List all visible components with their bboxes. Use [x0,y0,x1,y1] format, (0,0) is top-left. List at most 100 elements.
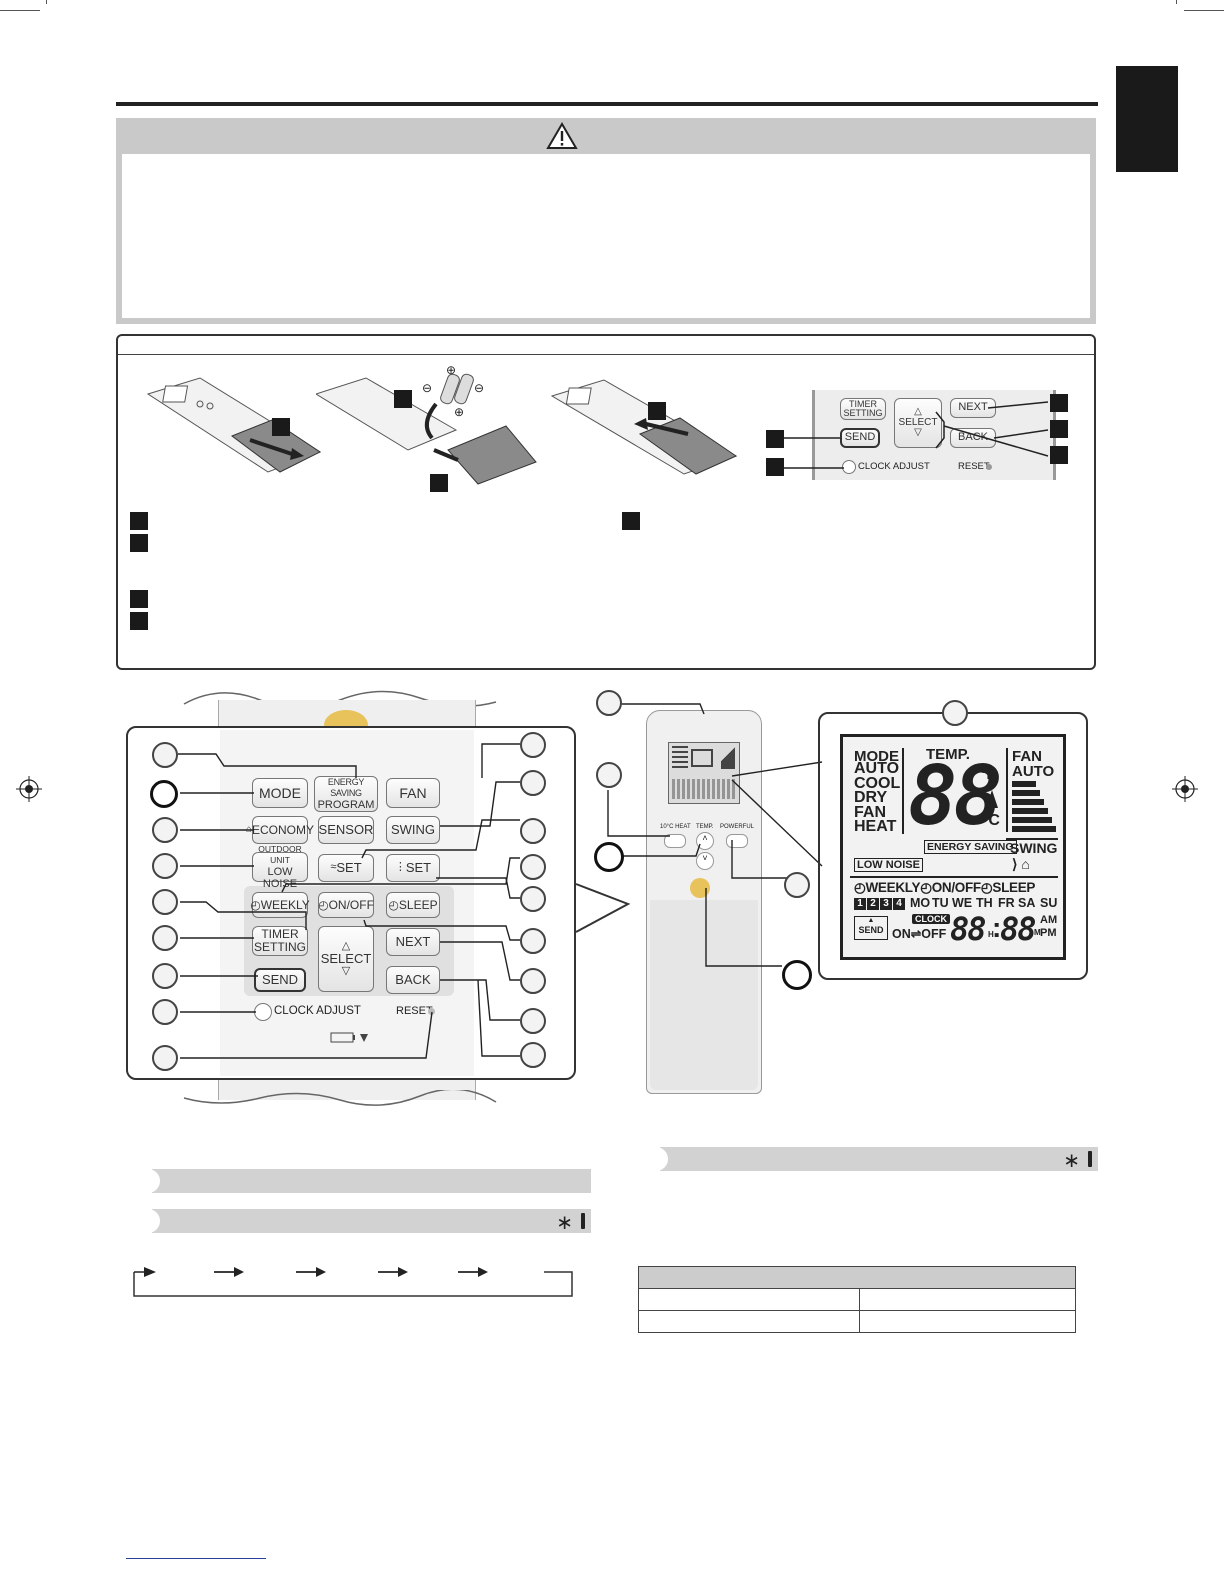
lcd-day-tu: TU [932,896,949,910]
step-marker [766,458,784,476]
horizontal-set-button[interactable]: ⋮SET [386,854,440,882]
heat-button[interactable] [664,834,686,848]
sensor-button[interactable]: SENSOR [318,816,374,844]
reset-hole[interactable] [428,1008,435,1015]
weekly-button[interactable]: ◴WEEKLY [250,892,310,918]
table-cell [638,1288,860,1311]
up-arrow-icon: △ [341,939,351,952]
callout-circle [596,690,622,716]
mini-select-button[interactable]: △ SELECT ▽ [894,398,942,448]
table-cell [638,1310,860,1333]
mini-send-button[interactable]: SEND [840,428,880,448]
mode-button[interactable]: MODE [252,778,308,808]
next-button[interactable]: NEXT [386,928,440,956]
mini-clock-adjust-label: CLOCK ADJUST [858,461,930,472]
lcd-send-arrow-icon: ▲ [867,917,875,924]
timer-icon: ◴ [980,880,993,895]
mode-cycle-diagram [133,1267,573,1297]
horizontal-airflow-icon: ⋮ [394,861,406,874]
callout-circle [942,700,968,726]
step-marker [130,512,148,530]
timer-icon: ◴ [920,880,932,895]
economy-button[interactable]: ⌂ECONOMY [246,816,314,844]
table-cell [859,1310,1076,1333]
mini-clock-adjust-button[interactable] [842,460,856,474]
table-row [638,1310,1076,1333]
lcd-clock-label: CLOCK [912,914,950,924]
vertical-set-button[interactable]: ≈SET [318,854,374,882]
callout-circle-highlight [150,780,178,808]
mini-next-button[interactable]: NEXT [950,398,996,418]
up-arrow-icon: △ [914,406,922,418]
lcd-day-fr: FR [998,896,1015,910]
send-button[interactable]: SEND [254,968,306,992]
swing-button[interactable]: SWING [386,816,440,844]
horizontal-swing-icon: ⌂ [1021,856,1030,872]
mini-lcd-timer-row [672,779,736,799]
step-marker [1050,446,1068,464]
section-bar [144,1169,591,1193]
lcd-clock-hours: 88 [950,910,987,948]
language-tab [1116,66,1178,172]
zoom-pointer [575,883,631,933]
onoff-timer-button[interactable]: ◴ON/OFF [318,892,374,918]
callout-circle [152,963,178,989]
lcd-mode-list: AUTO COOL DRY FAN HEAT [854,760,901,835]
callout-circle [152,817,178,843]
crop-mark [1184,10,1224,11]
table-header-cell [638,1266,1076,1289]
chevron-up-icon: ˄ [702,833,708,843]
step-marker [1050,394,1068,412]
step-marker [130,590,148,608]
registration-mark-icon [1172,776,1198,802]
lcd-mode-label: MODE [854,748,899,765]
callout-circle [520,732,546,758]
crop-mark [46,0,47,4]
lcd-day-mo: MO [910,896,931,910]
lcd-colon-icon: : [992,912,1002,943]
select-button[interactable]: △ SELECT ▽ [318,926,374,992]
remote-mini-lcd [668,742,740,804]
table-header-row [638,1266,1076,1289]
temp-up-button[interactable]: ˄ [696,832,714,850]
temp-label: TEMP. [696,824,714,830]
callout-circle [152,1045,178,1071]
callout-circle-highlight [782,960,812,990]
mini-reset-hole[interactable] [986,464,992,470]
timer-icon: ◴ [388,897,399,912]
lcd-day-th: TH [976,896,993,910]
lcd-hour-mark: H [988,930,994,939]
lcd-minute-mark: M [1034,928,1041,937]
remote-full-lower [650,900,758,1090]
callout-circle [520,1008,546,1034]
sleep-button[interactable]: ◴SLEEP [386,892,440,918]
callout-circle [152,853,178,879]
footer-rule [126,1558,266,1559]
transfer-icon: ⇌ [910,927,922,941]
vertical-swing-icon: ⟩ [1012,856,1018,872]
callout-circle [520,1042,546,1068]
step-marker [130,534,148,552]
back-button[interactable]: BACK [386,966,440,994]
temp-down-button[interactable]: ˅ [696,852,714,870]
mini-lcd-fan-bars [721,747,735,769]
battery-panel [116,334,1096,670]
section-bar: ∗ [144,1209,591,1234]
callout-circle [520,968,546,994]
section-bar-cap [144,1209,160,1233]
table-cell [859,1288,1076,1311]
callout-circle [784,872,810,898]
lcd-fan-speed-bars [1012,781,1056,832]
section-bar-cap [652,1147,668,1171]
lcd-divider [1006,748,1008,832]
remote-close-illustration [550,379,738,475]
power-button[interactable] [690,878,710,898]
fan-button[interactable]: FAN [386,778,440,808]
lcd-pm: PM [1040,927,1057,939]
lcd-program-1: 1 [854,898,866,910]
panel-divider [118,354,1094,355]
